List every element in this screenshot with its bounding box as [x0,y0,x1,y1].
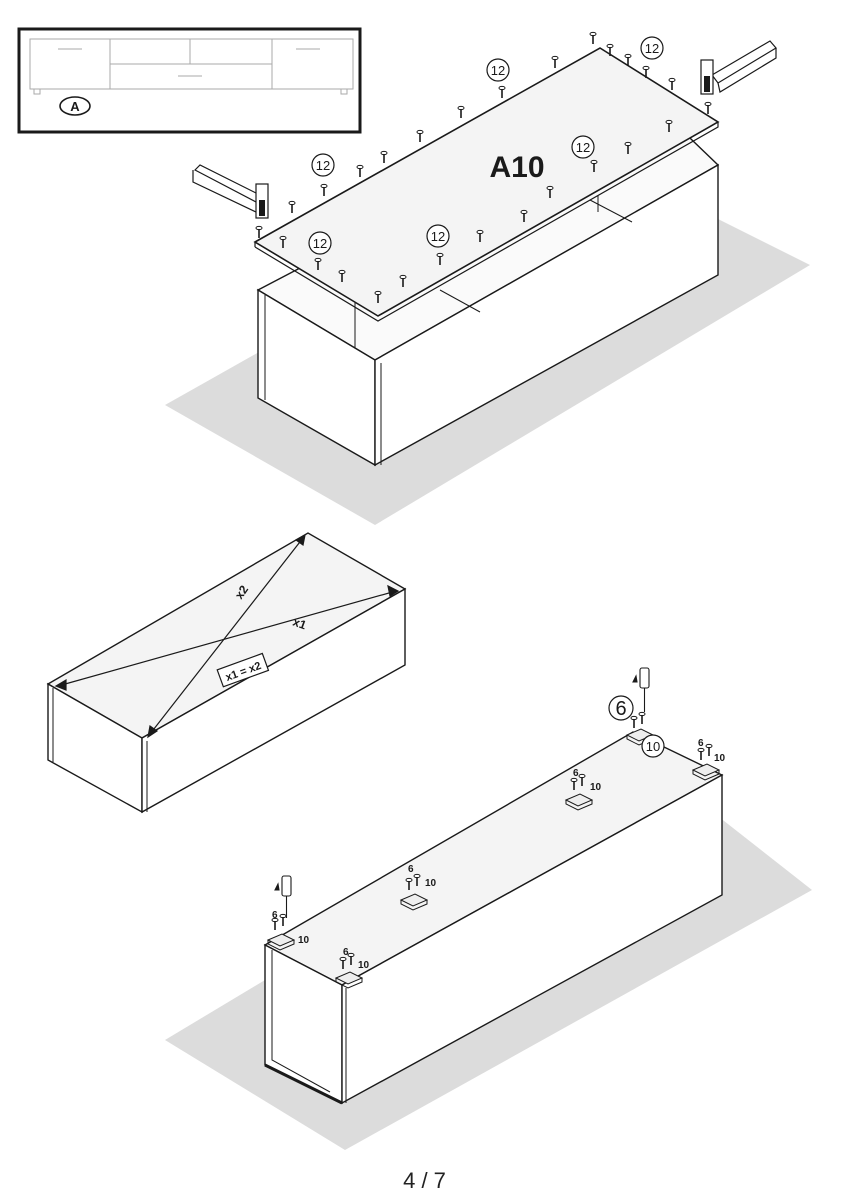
screwdriver-icon [632,667,650,712]
svg-text:12: 12 [491,63,505,78]
svg-text:12: 12 [313,236,327,251]
callout-12: 12 [571,135,595,159]
svg-text:6: 6 [698,738,704,749]
callout-12: 12 [486,58,510,82]
clamp-icon [700,40,777,95]
screw-callouts: 12 12 12 12 12 12 [308,36,664,255]
step-middle: x2 x1 x1 = x2 [46,532,407,814]
clamp-icon [192,164,269,219]
screwdriver-icon [274,875,292,918]
tv-unit-thumbnail [29,38,354,95]
callout-screw-6: 6 [615,698,626,720]
panel-a10: A10 [253,47,720,322]
svg-text:10: 10 [298,935,310,946]
step-bottom: 6 10 6 10 6 10 6 10 6 10 6 10 [165,667,812,1150]
callout-12: 12 [426,224,450,248]
page-number: 4 / 7 [403,1168,446,1193]
svg-text:10: 10 [714,753,726,764]
svg-text:12: 12 [576,140,590,155]
carcass-bottom [263,731,724,1105]
overview-box: A [17,27,362,134]
overview-label-circle [59,96,91,116]
callout-12: 12 [308,231,332,255]
svg-text:6: 6 [408,864,414,875]
svg-text:10: 10 [646,739,660,754]
svg-text:6: 6 [272,910,278,921]
overview-label: A [70,99,80,114]
svg-text:10: 10 [590,782,602,793]
svg-text:6: 6 [343,947,349,958]
svg-text:6: 6 [573,768,579,779]
svg-text:12: 12 [316,158,330,173]
callout-12: 12 [311,153,335,177]
svg-text:12: 12 [645,41,659,56]
diagonal-lines [54,533,400,739]
svg-text:12: 12 [431,229,445,244]
svg-text:10: 10 [425,878,437,889]
svg-text:10: 10 [358,960,370,971]
step-top: A10 12 12 [165,31,810,525]
diag-label-x1: x1 [291,615,309,633]
callout-foot-10: 10 [641,734,665,758]
panel-label: A10 [489,151,544,184]
callout-12: 12 [640,36,664,60]
small-labels: 6 10 6 10 6 10 6 10 6 10 [272,738,726,971]
